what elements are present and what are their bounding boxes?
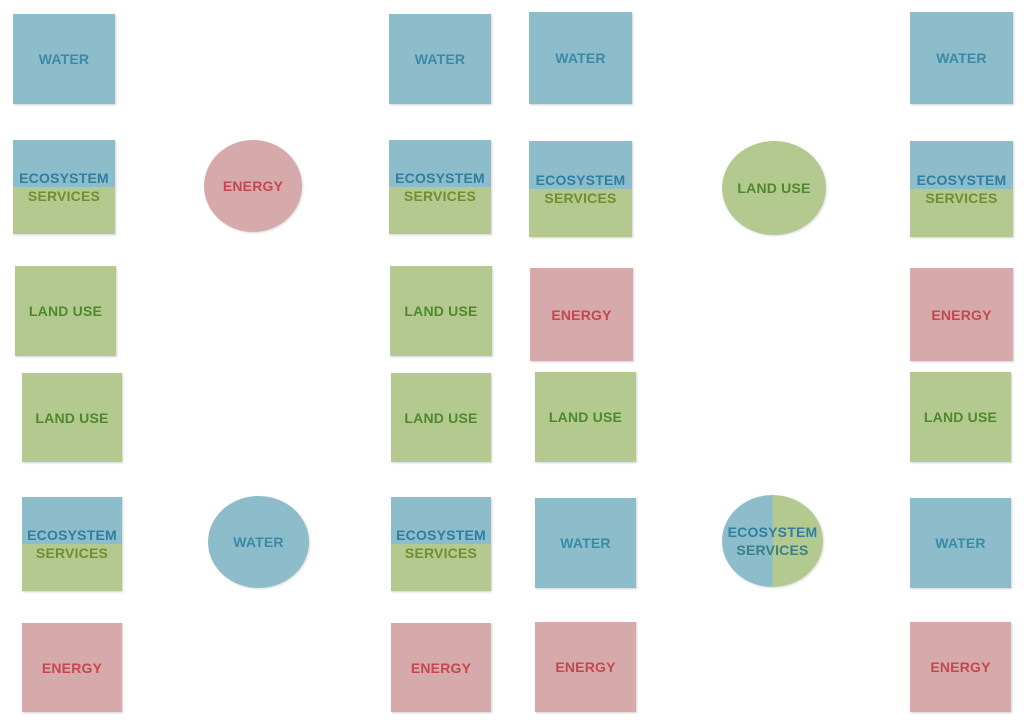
water-box: WATER bbox=[529, 12, 632, 104]
ecosystem-label: ECOSYSTEM bbox=[19, 170, 109, 186]
energy-box: ENERGY bbox=[530, 268, 633, 361]
land-use-box: LAND USE bbox=[391, 373, 491, 462]
water-label: WATER bbox=[935, 535, 986, 551]
energy-label: ENERGY bbox=[222, 178, 284, 194]
land-use-box: LAND USE bbox=[535, 372, 636, 462]
land-use-label: LAND USE bbox=[737, 180, 811, 196]
water-label: WATER bbox=[936, 50, 987, 66]
energy-label: ENERGY bbox=[551, 306, 612, 323]
water-label: WATER bbox=[560, 535, 611, 551]
land-use-box: LAND USE bbox=[910, 372, 1011, 462]
water-circle: WATER bbox=[208, 496, 309, 588]
land-use-circle: LAND USE bbox=[722, 141, 826, 235]
ecosystem-services-box: ECOSYSTEM SERVICES bbox=[22, 497, 122, 591]
water-label: WATER bbox=[38, 51, 90, 67]
ecosystem-services-box: ECOSYSTEM SERVICES bbox=[910, 141, 1013, 237]
water-label: WATER bbox=[555, 50, 606, 66]
services-label: SERVICES bbox=[925, 190, 998, 206]
energy-box: ENERGY bbox=[910, 622, 1011, 712]
services-label: SERVICES bbox=[27, 188, 101, 204]
energy-circle: ENERGY bbox=[204, 140, 302, 232]
water-box: WATER bbox=[910, 498, 1011, 588]
ecosystem-services-circle: ECOSYSTEM SERVICES bbox=[722, 495, 823, 587]
services-label: SERVICES bbox=[544, 190, 617, 206]
ecosystem-label: ECOSYSTEM bbox=[535, 172, 626, 188]
ecosystem-label: ECOSYSTEM bbox=[395, 170, 485, 186]
water-box: WATER bbox=[13, 14, 115, 104]
ecosystem-label: ECOSYSTEM bbox=[396, 527, 486, 543]
services-label: SERVICES bbox=[403, 188, 477, 204]
energy-label: ENERGY bbox=[930, 659, 991, 675]
land-use-label: LAND USE bbox=[404, 303, 478, 319]
services-label: SERVICES bbox=[35, 545, 109, 561]
land-use-box: LAND USE bbox=[390, 266, 492, 356]
ecosystem-services-box: ECOSYSTEM SERVICES bbox=[389, 140, 491, 234]
energy-box: ENERGY bbox=[910, 268, 1013, 361]
ecosystem-label: ECOSYSTEM bbox=[27, 527, 117, 543]
water-box: WATER bbox=[910, 12, 1013, 104]
energy-box: ENERGY bbox=[391, 623, 491, 712]
land-use-box: LAND USE bbox=[22, 373, 122, 462]
ecosystem-services-box: ECOSYSTEM SERVICES bbox=[529, 141, 632, 237]
ecosystem-label: ECOSYSTEM bbox=[916, 172, 1007, 188]
services-label: SERVICES bbox=[404, 545, 478, 561]
energy-box: ENERGY bbox=[535, 622, 636, 712]
ecosystem-label: ECOSYSTEM bbox=[727, 524, 818, 540]
water-label: WATER bbox=[233, 534, 284, 550]
energy-label: ENERGY bbox=[41, 659, 103, 676]
land-use-label: LAND USE bbox=[548, 409, 623, 425]
water-box: WATER bbox=[535, 498, 636, 588]
land-use-box: LAND USE bbox=[15, 266, 116, 356]
ecosystem-services-box: ECOSYSTEM SERVICES bbox=[13, 140, 115, 234]
energy-label: ENERGY bbox=[410, 659, 472, 676]
energy-label: ENERGY bbox=[931, 306, 992, 323]
energy-label: ENERGY bbox=[555, 659, 616, 675]
land-use-label: LAND USE bbox=[35, 409, 109, 426]
services-label: SERVICES bbox=[736, 542, 809, 558]
water-box: WATER bbox=[389, 14, 491, 104]
land-use-label: LAND USE bbox=[28, 303, 103, 319]
land-use-label: LAND USE bbox=[923, 409, 998, 425]
water-label: WATER bbox=[414, 51, 466, 67]
land-use-label: LAND USE bbox=[404, 409, 478, 426]
ecosystem-services-box: ECOSYSTEM SERVICES bbox=[391, 497, 491, 591]
energy-box: ENERGY bbox=[22, 623, 122, 712]
